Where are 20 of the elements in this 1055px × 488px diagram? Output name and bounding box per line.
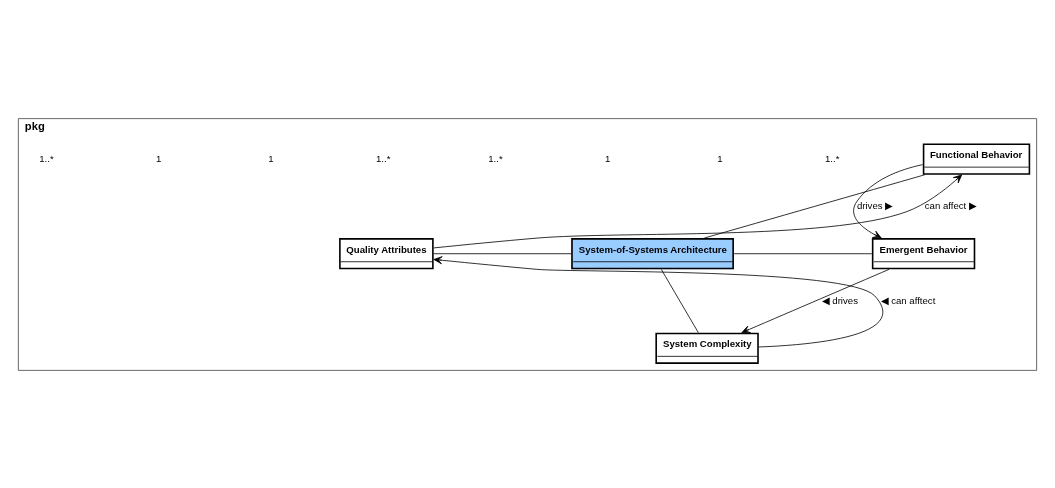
- edge-label: ◀ drives: [821, 294, 858, 306]
- arrow: [433, 255, 884, 347]
- label: 1: [717, 152, 723, 164]
- connector: [703, 173, 926, 238]
- arrow: [741, 268, 890, 333]
- label: 1: [268, 152, 274, 164]
- connector: [733, 252, 873, 254]
- label: 1..*: [824, 152, 840, 164]
- connector: [433, 252, 572, 254]
- connector: [660, 268, 699, 333]
- arrow: [433, 174, 963, 248]
- arrow: [853, 163, 923, 238]
- edge-label: can affect ▶: [924, 199, 977, 211]
- label: 1..*: [39, 152, 54, 164]
- label: 1: [156, 152, 162, 164]
- label: 1..*: [375, 152, 391, 164]
- label: 1: [605, 152, 611, 164]
- edge-label: ◀ can afftect: [880, 294, 936, 306]
- edge-label: drives ▶: [856, 199, 894, 211]
- label: 1..*: [488, 152, 503, 164]
